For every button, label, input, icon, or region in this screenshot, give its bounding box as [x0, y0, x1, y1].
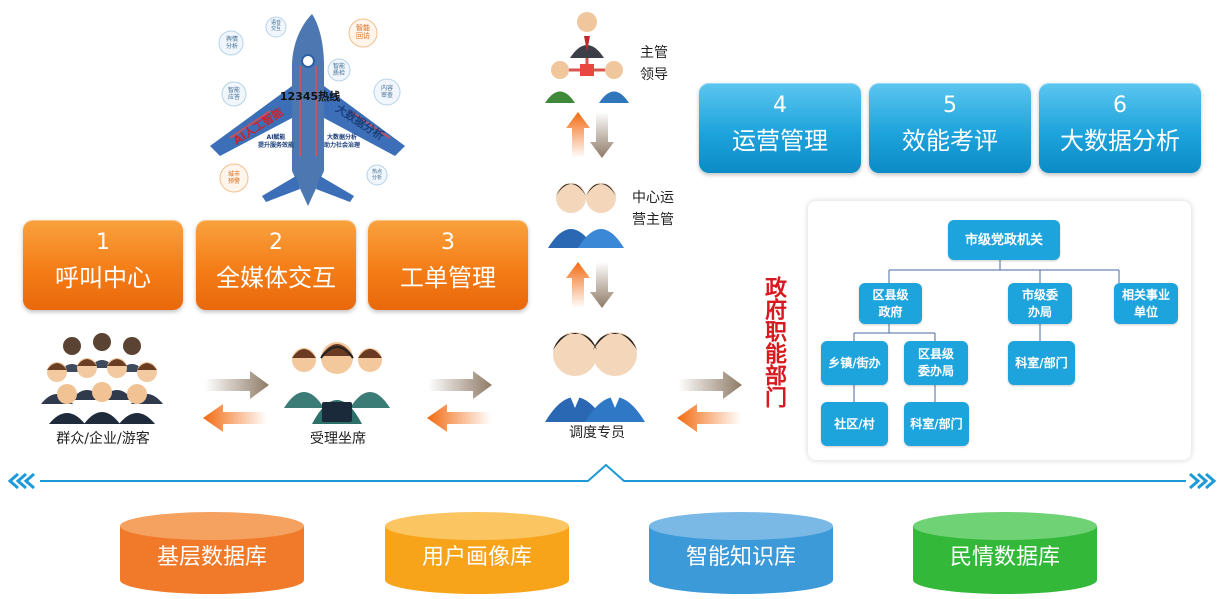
arrow-up-icon — [566, 112, 590, 158]
database-public-opinion[interactable]: 民情数据库 — [913, 512, 1097, 594]
dispatcher-label: 调度专员 — [569, 425, 625, 441]
module-label: 呼叫中心 — [55, 264, 151, 292]
module-label: 效能考评 — [902, 127, 998, 155]
center-supervisor-icon — [546, 170, 626, 248]
module-label: 工单管理 — [400, 264, 496, 292]
plane-bubble: 城市 预警 — [227, 171, 240, 185]
double-chevron-right-icon — [1189, 472, 1217, 490]
arrow-down-icon — [590, 112, 614, 158]
database-label: 用户画像库 — [421, 545, 532, 570]
module-bigdata-button[interactable]: 6 大数据分析 — [1039, 83, 1201, 173]
plane-bubble: 热点 分析 — [371, 169, 382, 181]
plane-bubble: 智能 应答 — [227, 87, 240, 101]
org-chart-connectors — [853, 260, 1120, 402]
module-number: 2 — [269, 230, 283, 255]
module-label: 全媒体交互 — [216, 264, 336, 292]
gov-departments-label: 政府职能部门 — [761, 276, 786, 408]
arrow-right-icon — [428, 371, 492, 399]
public-label: 群众/企业/游客 — [56, 431, 150, 447]
arrow-right-icon — [205, 371, 269, 399]
plane-bubble: 舆情 分析 — [225, 36, 238, 50]
plane-ai-sub-text: AI赋能 提升服务效能 — [257, 134, 294, 149]
module-number: 3 — [441, 230, 455, 255]
org-node-section[interactable]: 科室/部门 — [904, 402, 969, 446]
airplane-illustration: 舆情 分析 语音 交互 智能 回访 智能 质检 智能 应答 内容 审查 城市 预… — [200, 6, 420, 211]
database-label: 民情数据库 — [949, 545, 1060, 570]
org-node-city-office[interactable]: 市级委 办局 — [1008, 283, 1072, 324]
org-node-township[interactable]: 乡镇/街办 — [821, 341, 888, 385]
double-chevron-left-icon — [7, 472, 35, 490]
plane-hotline-text: 12345热线 — [279, 90, 341, 103]
module-call-center-button[interactable]: 1 呼叫中心 — [23, 220, 183, 310]
module-operations-button[interactable]: 4 运营管理 — [699, 83, 861, 173]
arrow-up-icon — [566, 262, 590, 308]
plane-bigdata-sub-text: 大数据分析 助力社会治理 — [323, 134, 360, 149]
module-number: 6 — [1113, 93, 1127, 118]
org-node-section[interactable]: 科室/部门 — [1008, 341, 1075, 385]
arrow-right-icon — [678, 371, 742, 399]
database-label: 智能知识库 — [685, 545, 796, 570]
org-node-district-office[interactable]: 区县级 委办局 — [904, 341, 968, 385]
module-ticket-button[interactable]: 3 工单管理 — [368, 220, 528, 310]
arrow-down-icon — [590, 262, 614, 308]
database-label: 基层数据库 — [156, 545, 267, 570]
module-label: 大数据分析 — [1060, 127, 1180, 155]
arrow-left-icon — [677, 404, 741, 432]
module-number: 5 — [943, 93, 957, 118]
agent-seats-icon — [284, 328, 390, 424]
leader-label: 主管 领导 — [640, 45, 668, 83]
org-node-institutions[interactable]: 相关事业 单位 — [1114, 283, 1178, 324]
database-user-profile[interactable]: 用户画像库 — [385, 512, 569, 594]
module-number: 1 — [96, 230, 110, 255]
org-node-community[interactable]: 社区/村 — [821, 402, 888, 446]
public-crowd-icon — [37, 332, 167, 424]
module-number: 4 — [773, 93, 787, 118]
arrow-left-icon — [427, 404, 491, 432]
org-node-root[interactable]: 市级党政机关 — [948, 220, 1060, 260]
plane-bubble: 内容 审查 — [380, 85, 393, 99]
plane-bubble: 智能 质检 — [332, 63, 345, 77]
database-cylinder-icon — [120, 512, 304, 594]
plane-bubble: 语音 交互 — [270, 20, 281, 32]
dispatcher-icon — [540, 312, 650, 422]
org-node-district-gov[interactable]: 区县级 政府 — [859, 283, 922, 324]
org-chart-panel: 市级党政机关 区县级 政府 市级委 办局 相关事业 单位 乡镇/街办 区县级 委… — [808, 201, 1191, 460]
module-label: 运营管理 — [732, 127, 828, 155]
center-supervisor-label: 中心运 营主管 — [632, 190, 674, 228]
database-cylinder-icon — [649, 512, 833, 594]
arrow-left-icon — [203, 404, 267, 432]
database-cylinder-icon — [913, 512, 1097, 594]
plane-bubble: 智能 回访 — [356, 24, 370, 40]
module-performance-button[interactable]: 5 效能考评 — [869, 83, 1031, 173]
agent-label: 受理坐席 — [310, 431, 366, 447]
timeline-bar — [7, 464, 1217, 490]
database-knowledge[interactable]: 智能知识库 — [649, 512, 833, 594]
module-omnimedia-button[interactable]: 2 全媒体交互 — [196, 220, 356, 310]
leader-icon — [540, 8, 634, 103]
database-grassroots[interactable]: 基层数据库 — [120, 512, 304, 594]
database-cylinder-icon — [385, 512, 569, 594]
airplane-icon — [210, 14, 405, 206]
